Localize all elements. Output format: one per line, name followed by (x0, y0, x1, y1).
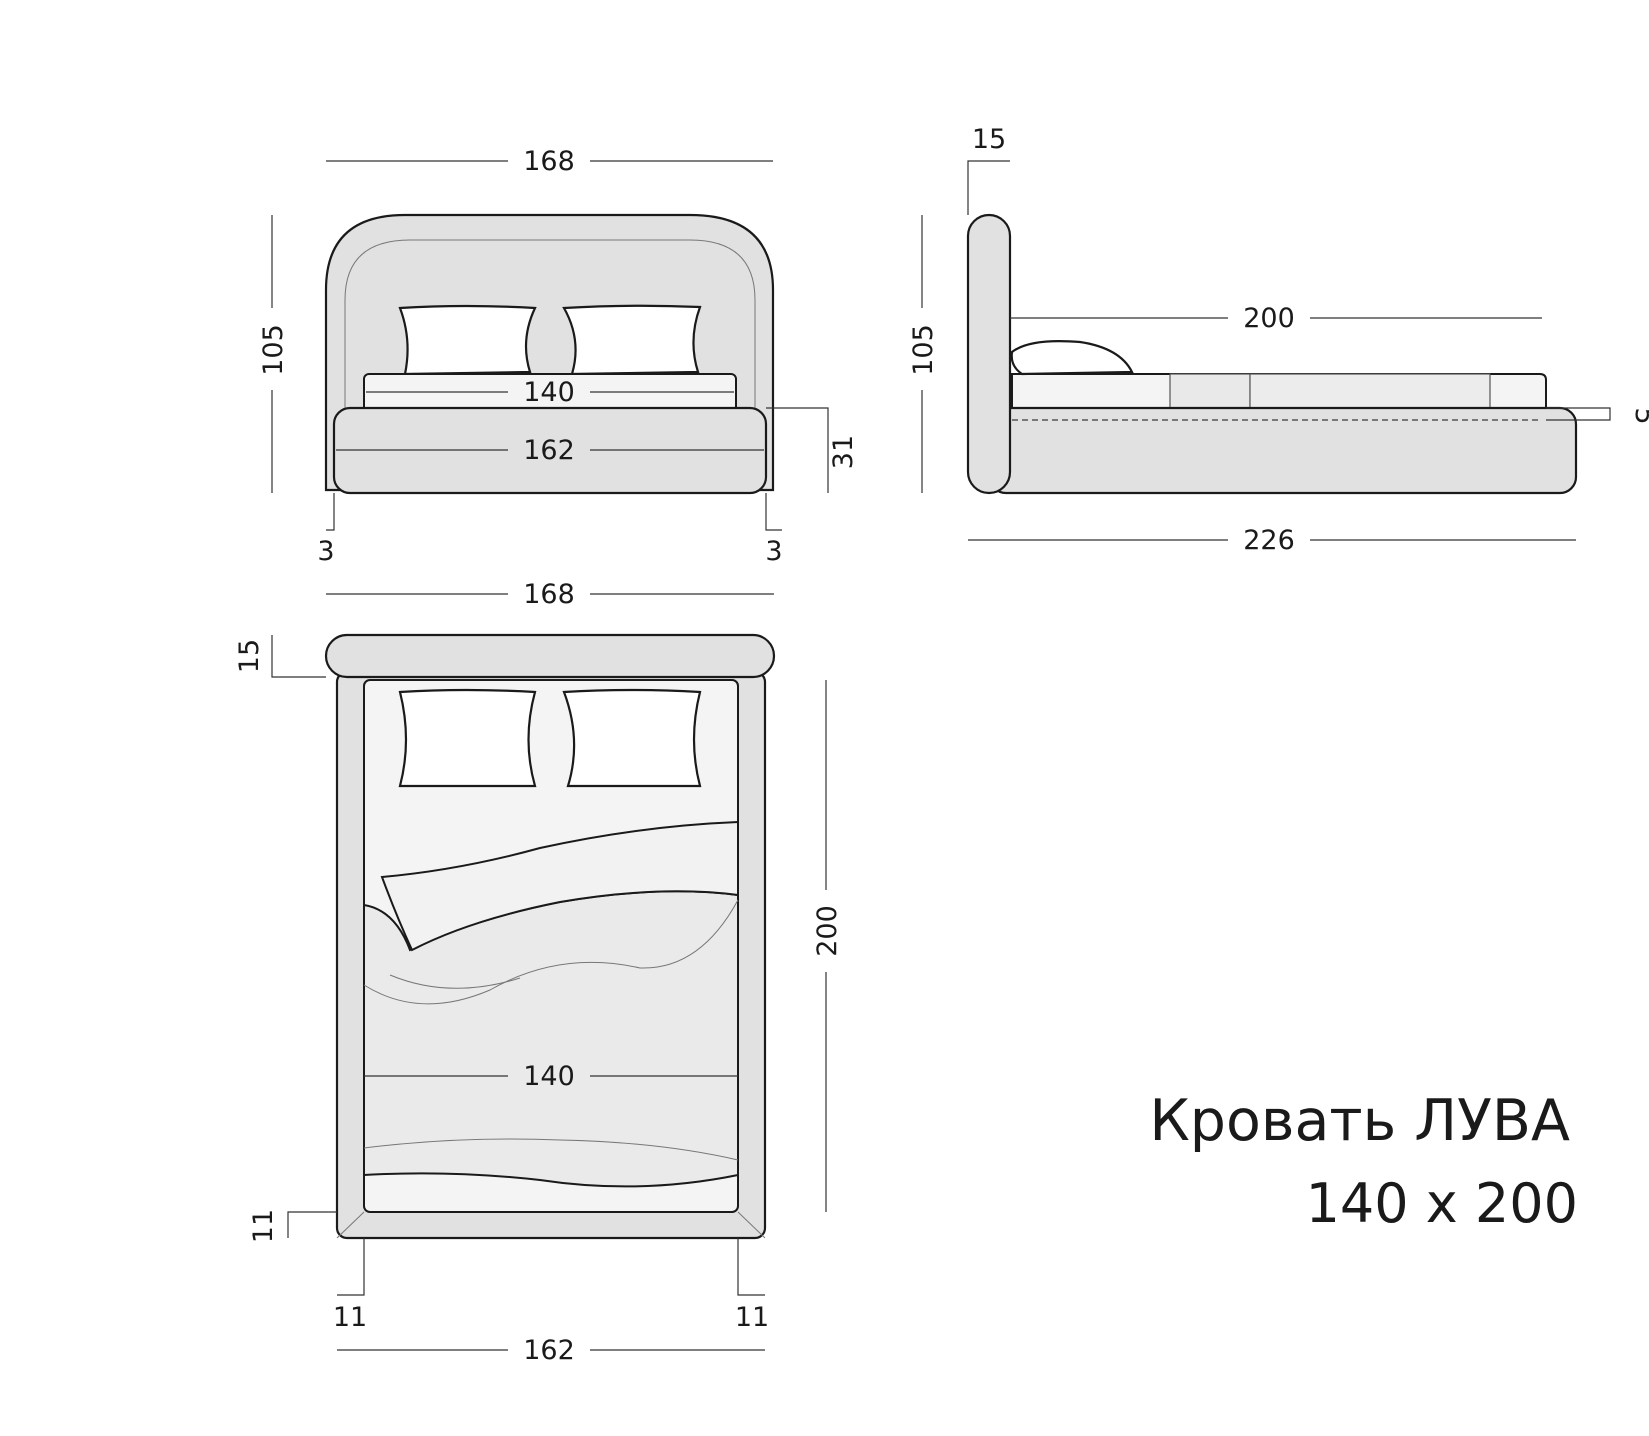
front-pillow-left (398, 304, 537, 376)
front-height-label: 105 (258, 324, 289, 376)
top-base-label: 162 (523, 1335, 575, 1366)
top-pillow-right (562, 688, 702, 788)
top-frame-left-leader (287, 1211, 337, 1238)
side-base (988, 406, 1578, 495)
top-frame-bottom-right-label: 11 (735, 1302, 769, 1333)
top-frame-left-label: 11 (248, 1209, 279, 1243)
front-offset-right-label: 3 (765, 536, 782, 567)
top-frame-corner-right (737, 1211, 766, 1239)
top-frame-corner-left (336, 1211, 365, 1239)
side-length-inner-label: 200 (1243, 303, 1295, 334)
top-length-label: 200 (812, 905, 843, 957)
top-headboard-label: 15 (234, 639, 265, 673)
top-duvet-curve-2 (363, 1138, 739, 1161)
side-length-total-label: 226 (1243, 525, 1295, 556)
top-view (324, 633, 776, 1240)
side-view (966, 213, 1578, 495)
top-duvet-curve-1 (363, 899, 739, 1005)
front-base-height-label: 31 (828, 435, 859, 469)
top-duvet-fold (380, 820, 739, 952)
product-size: 140 x 200 (1306, 1172, 1578, 1235)
side-headboard (966, 213, 1012, 495)
side-pillow (1010, 340, 1134, 376)
front-offset-left-label: 3 (317, 536, 334, 567)
front-view (324, 213, 775, 495)
side-thickness-label: 15 (972, 124, 1006, 155)
product-title: Кровать ЛУВА (1149, 1088, 1570, 1154)
side-gap-label: 5 (1629, 407, 1649, 424)
front-offset-right-leader (765, 493, 782, 531)
front-offset-left-leader (326, 493, 335, 531)
side-gap-leader (1546, 407, 1611, 421)
front-base-height-leader (766, 407, 829, 493)
front-base (332, 406, 768, 495)
side-duvet (1249, 373, 1491, 411)
top-headboard (324, 633, 776, 679)
top-mattress-label: 140 (523, 1061, 575, 1092)
side-height-label: 105 (908, 324, 939, 376)
side-thickness-leader (967, 160, 1010, 215)
front-pillow-right (562, 304, 702, 376)
front-mattress-label: 140 (523, 377, 575, 408)
front-headboard-seam (344, 239, 756, 408)
top-frame-bottom-right-leader (737, 1238, 765, 1296)
side-duvet-fold (1169, 373, 1251, 411)
top-duvet-curve-3 (389, 974, 521, 989)
front-width-label: 168 (523, 146, 575, 177)
top-width-label: 168 (523, 579, 575, 610)
top-headboard-leader (271, 635, 326, 678)
top-frame-bottom-left-label: 11 (333, 1302, 367, 1333)
top-frame-bottom-left-leader (337, 1238, 365, 1296)
front-base-label: 162 (523, 435, 575, 466)
top-pillow-left (398, 688, 537, 788)
